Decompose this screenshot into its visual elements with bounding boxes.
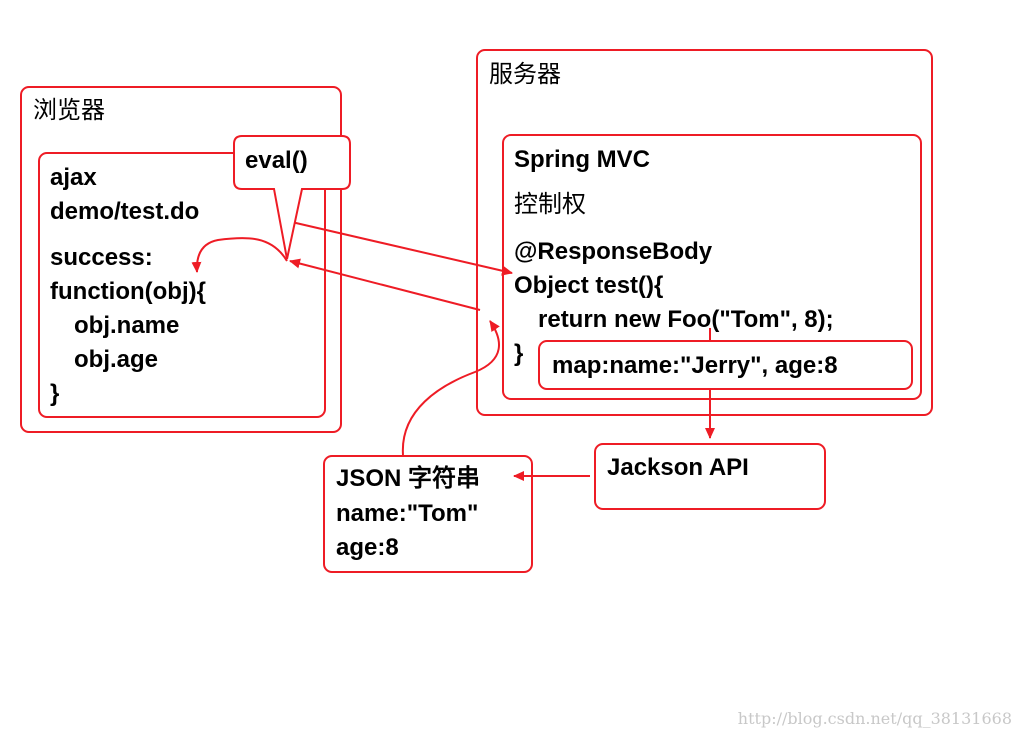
return-statement: return new Foo("Tom", 8); xyxy=(538,306,834,333)
controller-label: 控制权 xyxy=(514,190,586,218)
json-title: JSON 字符串 xyxy=(336,467,480,491)
spring-mvc-title: Spring MVC xyxy=(514,146,650,173)
code-line-obj-name: obj.name xyxy=(74,312,180,339)
json-age-line: age:8 xyxy=(336,534,399,561)
code-line-obj-age: obj.age xyxy=(74,346,159,373)
json-name-line: name:"Tom" xyxy=(336,500,479,527)
eval-label: eval() xyxy=(245,147,308,174)
eval-to-success-arrow xyxy=(191,237,288,273)
code-line-function: function(obj){ xyxy=(50,278,206,305)
map-callout xyxy=(538,340,913,390)
response-arrow xyxy=(289,258,481,311)
map-label: map:name:"Jerry", age:8 xyxy=(552,352,838,379)
browser-title: 浏览器 xyxy=(33,96,105,124)
json-to-response-arrow xyxy=(401,320,500,456)
code-line-url: demo/test.do xyxy=(50,198,200,225)
code-line-ajax: ajax xyxy=(50,164,97,191)
method-signature: Object test(){ xyxy=(514,272,664,299)
method-close: } xyxy=(514,340,524,367)
code-line-success: success: xyxy=(50,244,153,271)
response-body-annotation: @ResponseBody xyxy=(514,238,713,265)
request-arrow xyxy=(282,219,513,276)
json-string-box xyxy=(323,455,533,573)
json-title-text: JSON 字符串 xyxy=(336,465,481,492)
watermark: http://blog.csdn.net/qq_38131668 xyxy=(737,709,1012,728)
jackson-label: Jackson API xyxy=(607,454,749,481)
code-line-close: } xyxy=(50,380,60,407)
jackson-api-box xyxy=(594,443,826,510)
server-title: 服务器 xyxy=(489,60,561,88)
